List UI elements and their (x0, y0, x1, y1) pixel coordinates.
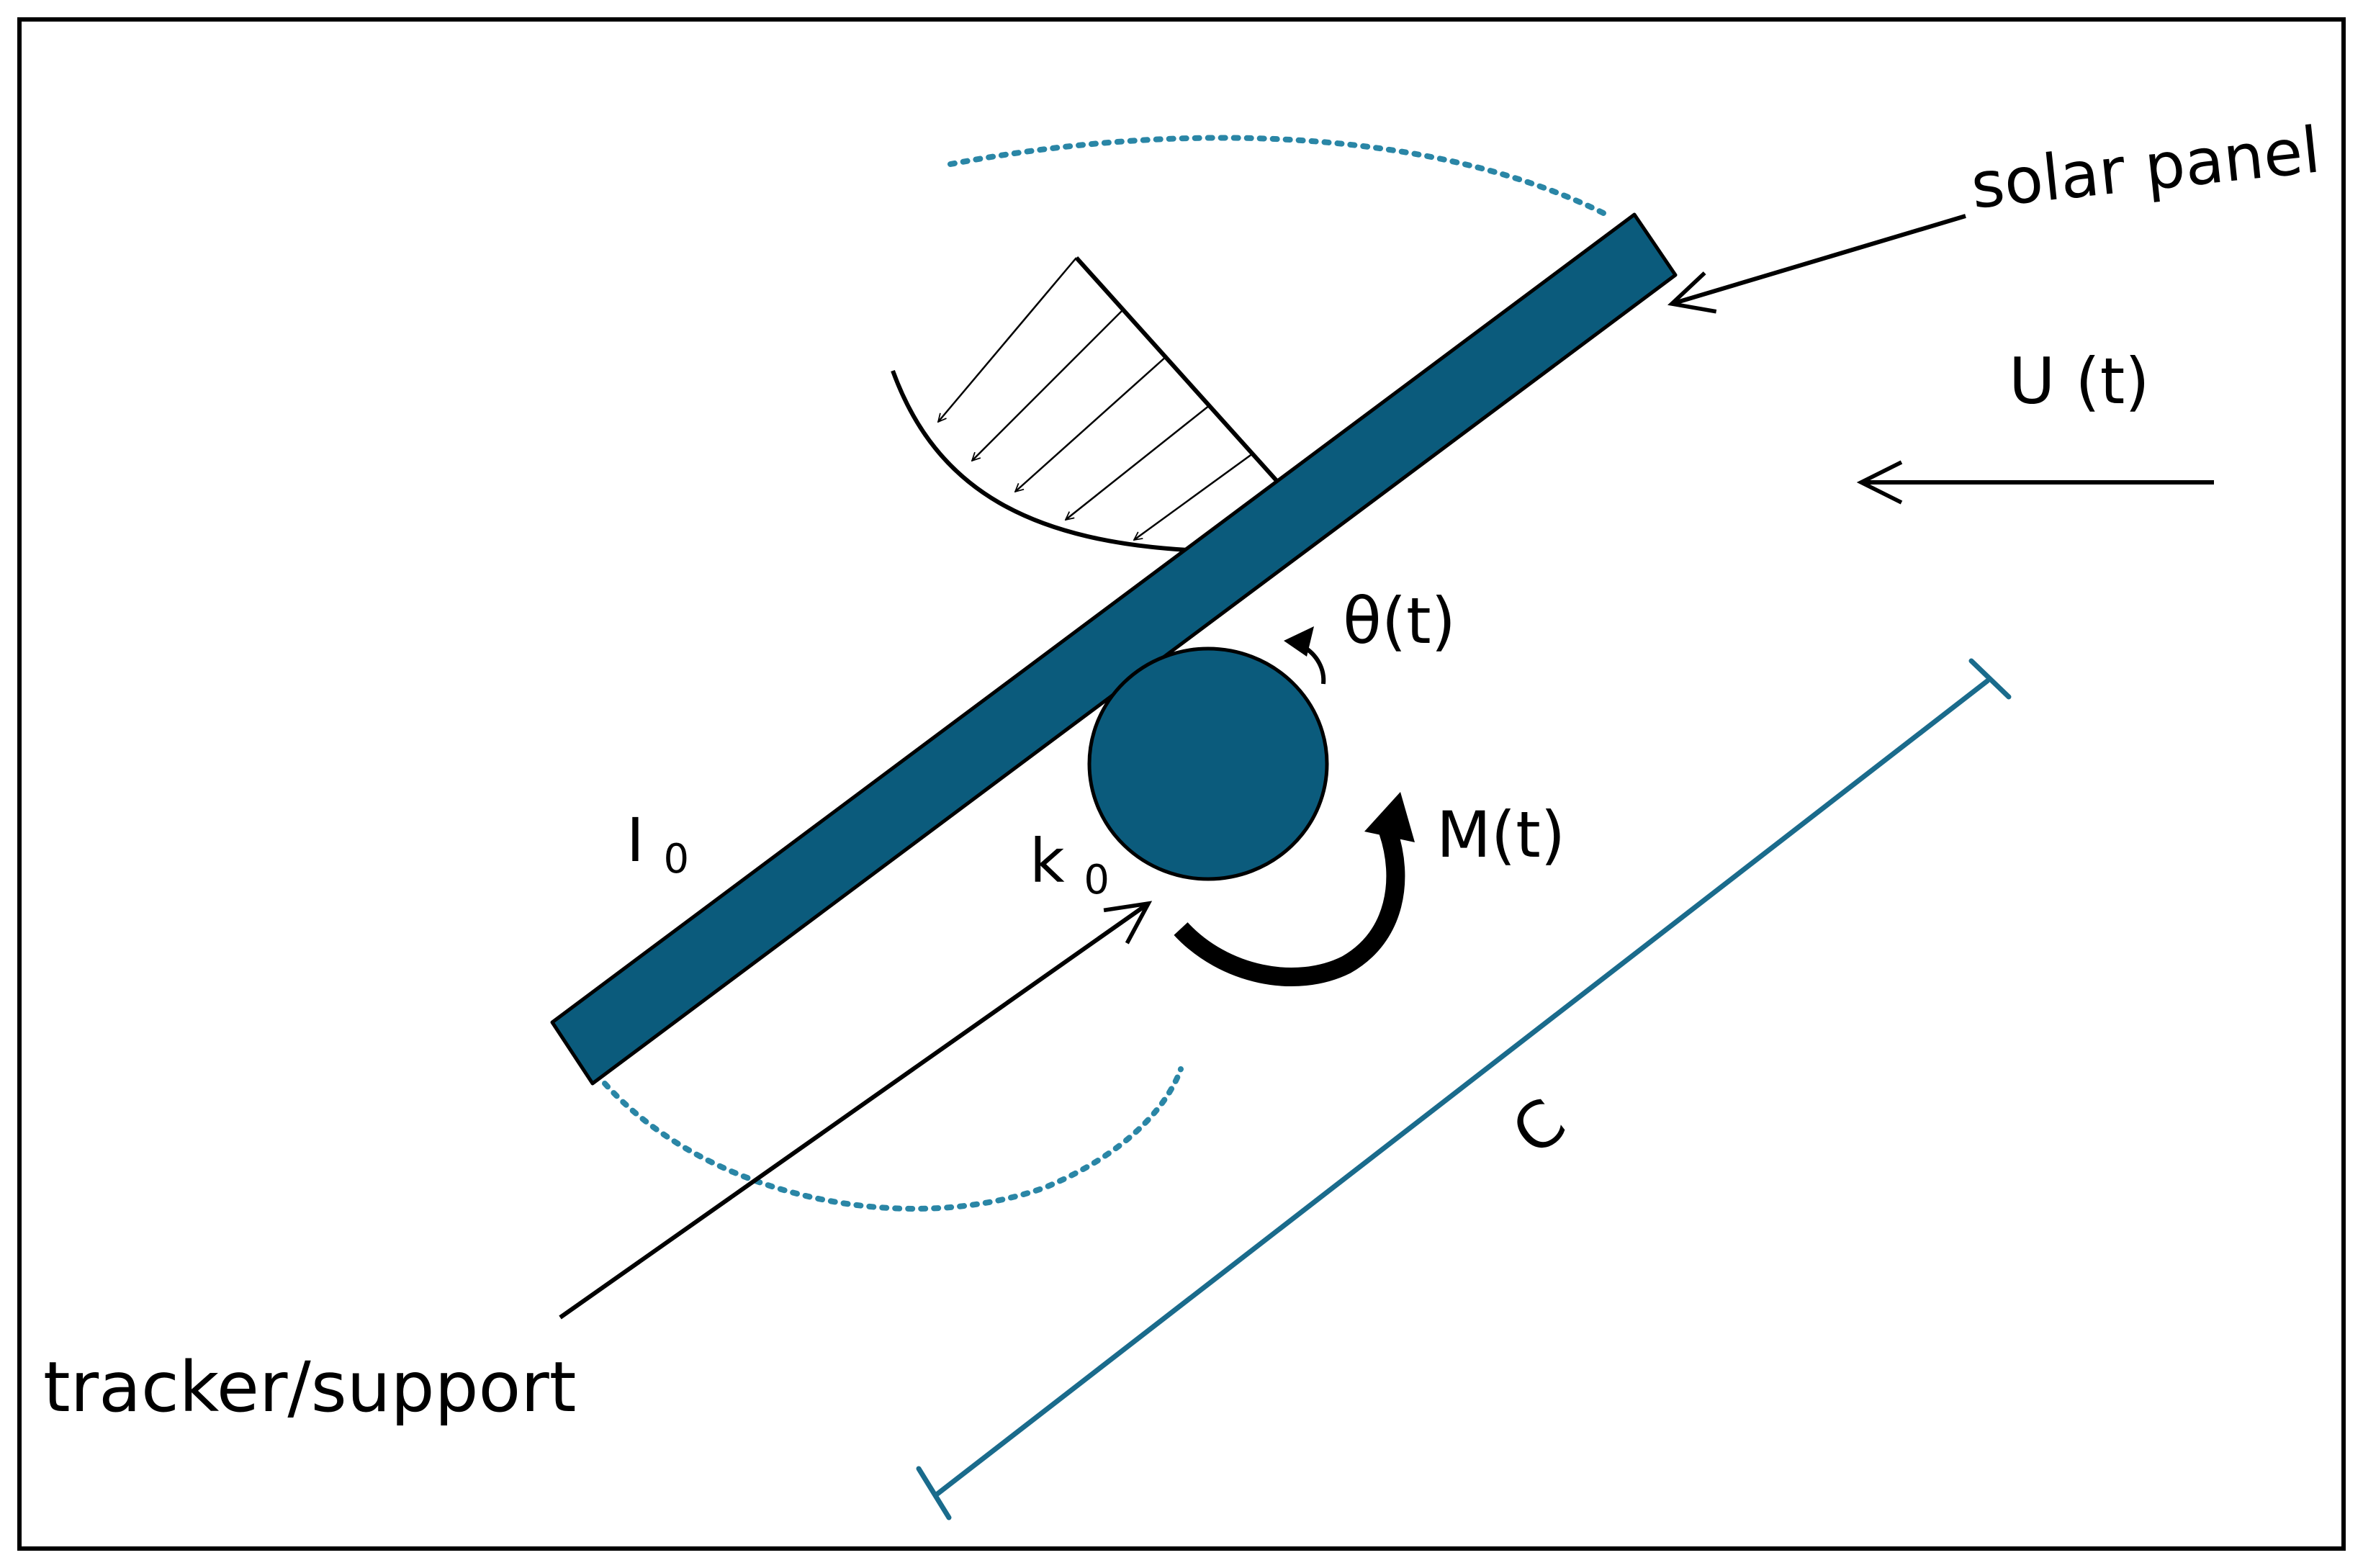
solar-panel-label: solar panel (1968, 112, 2323, 222)
moment-label: M(t) (1436, 798, 1565, 872)
inertia-label: I 0 (626, 805, 689, 883)
chord-line (935, 678, 1990, 1497)
stiffness-symbol: k (1030, 826, 1065, 896)
stiffness-subscript: 0 (1084, 857, 1110, 904)
solar-panel-plate (550, 212, 1678, 1086)
theta-arrowhead (1284, 626, 1314, 657)
lower-swing-arc (602, 1066, 1184, 1212)
moment-arrow (1174, 828, 1405, 986)
wind-speed-label: U (t) (2009, 344, 2150, 418)
pressure-arrow-2 (972, 309, 1124, 461)
tracker-hinge (1087, 646, 1329, 881)
inertia-subscript: 0 (663, 836, 689, 883)
stiffness-label: k 0 (1030, 826, 1110, 904)
pressure-arrow-4 (1066, 405, 1210, 520)
chord-end-cap-bottom (916, 1466, 952, 1520)
upper-swing-arc (948, 135, 1612, 219)
inertia-symbol: I (626, 805, 644, 875)
pressure-envelope-curve (891, 369, 1203, 553)
pressure-arrow-1 (938, 257, 1077, 422)
pressure-distribution (891, 256, 1282, 553)
solar-panel-pointer-arrow (1667, 214, 1966, 314)
moment-arrowhead (1364, 792, 1415, 842)
pressure-top-line (1074, 256, 1282, 486)
rotation-angle-label: θ(t) (1343, 584, 1456, 658)
chord-dimension (916, 658, 2012, 1520)
chord-label: C (1498, 1084, 1579, 1170)
pressure-arrow-5 (1134, 452, 1253, 540)
figure-frame (17, 17, 2346, 1551)
chord-end-cap-top (1968, 658, 2012, 700)
pressure-arrow-3 (1015, 356, 1167, 492)
tracker-pointer-arrow (559, 901, 1153, 1320)
tracker-support-label: tracker/support (43, 1347, 576, 1428)
